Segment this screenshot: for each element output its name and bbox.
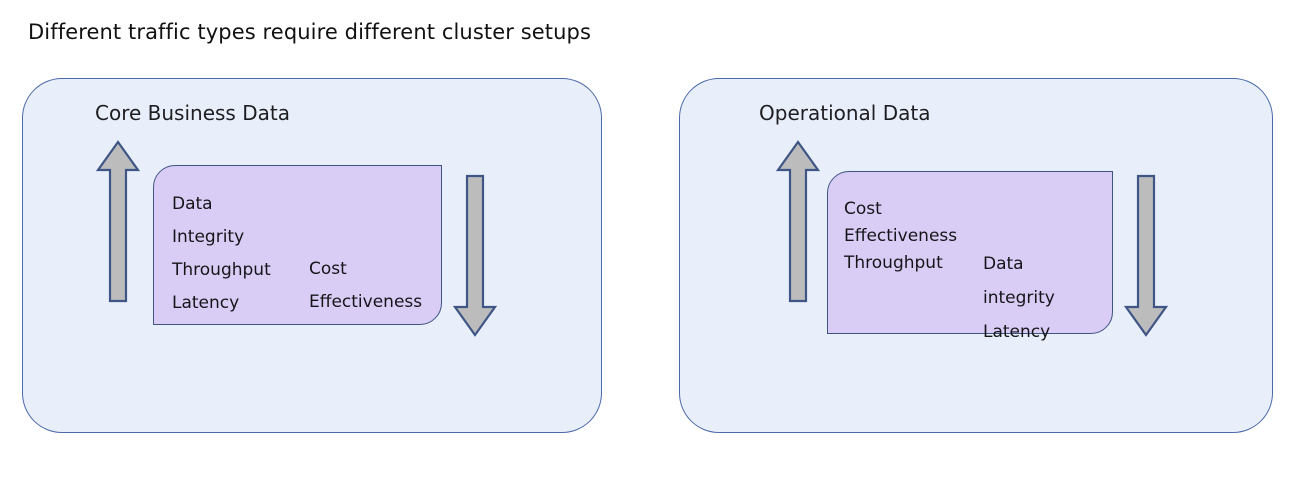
up-arrow-icon — [775, 139, 821, 304]
panel-core-business-data: Core Business Data Data Integrity Throug… — [22, 78, 602, 433]
priority-item: Latency — [983, 322, 1051, 342]
priority-item: Latency — [172, 293, 240, 313]
down-arrow-icon — [452, 173, 498, 338]
priority-item: Cost — [309, 259, 347, 279]
priority-item: Effectiveness — [844, 226, 958, 246]
priority-item: Data — [983, 254, 1024, 274]
up-arrow-icon — [95, 139, 141, 304]
card-secondary-priorities: Data integrity Latency — [983, 247, 1055, 349]
panel-heading-core-business-data: Core Business Data — [95, 101, 290, 125]
panel-operational-data: Operational Data Cost Effectiveness Thro… — [679, 78, 1273, 433]
priority-item: Cost — [844, 199, 882, 219]
card-primary-priorities: Data Integrity Throughput Latency — [172, 188, 271, 320]
card-primary-priorities: Cost Effectiveness Throughput — [844, 196, 957, 277]
panel-heading-operational-data: Operational Data — [759, 101, 931, 125]
priority-card-operational-data: Cost Effectiveness Throughput Data integ… — [827, 171, 1113, 342]
priority-item: Integrity — [172, 227, 245, 247]
priority-item: Throughput — [844, 253, 943, 273]
priority-card-core-business-data: Data Integrity Throughput Latency Cost E… — [153, 165, 442, 325]
priority-item: Throughput — [172, 260, 271, 280]
down-arrow-icon — [1123, 173, 1169, 338]
page-title: Different traffic types require differen… — [28, 20, 592, 44]
priority-item: Data — [172, 194, 213, 214]
priority-item: Effectiveness — [309, 292, 423, 312]
priority-item: integrity — [983, 288, 1055, 308]
card-secondary-priorities: Cost Effectiveness — [309, 253, 422, 319]
